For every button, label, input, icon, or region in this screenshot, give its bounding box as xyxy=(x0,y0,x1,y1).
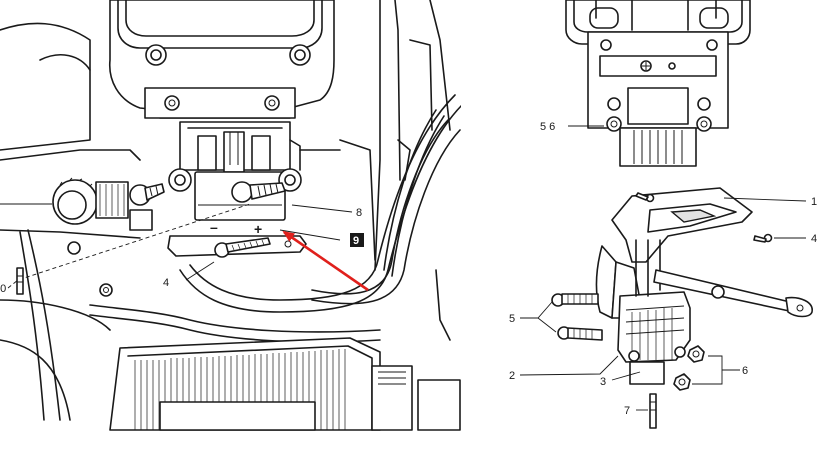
relay-top xyxy=(565,0,751,167)
ecu-module xyxy=(109,337,461,431)
callout-6: 6 xyxy=(742,365,748,377)
minus-marking: – xyxy=(210,219,218,235)
callout-4-right: 4 xyxy=(811,233,817,245)
upper-housing xyxy=(108,0,335,119)
screw-4 xyxy=(753,233,773,243)
screws-5 xyxy=(551,293,603,341)
leader-10 xyxy=(7,203,251,289)
leader-8 xyxy=(291,204,353,213)
red-arrow xyxy=(282,230,369,292)
leader-1 xyxy=(723,197,807,202)
nuts-6 xyxy=(673,345,705,391)
cover-assembly xyxy=(595,187,813,385)
callout-2: 2 xyxy=(509,370,515,382)
knob-assembly xyxy=(52,177,165,297)
callout-3: 3 xyxy=(600,376,606,388)
screw-top xyxy=(635,192,655,203)
left-view: – + xyxy=(0,0,463,431)
callout-9-badge xyxy=(350,233,364,247)
callout-8: 8 xyxy=(356,207,362,219)
callout-1: 1 xyxy=(811,196,817,208)
plus-marking: + xyxy=(254,221,262,237)
leader-3 xyxy=(611,371,641,381)
callout-4-left: 4 xyxy=(163,277,169,289)
callout-7: 7 xyxy=(624,405,630,417)
leader-5 xyxy=(520,301,557,333)
callout-5: 5 xyxy=(509,313,515,325)
left-frame-clip: – + xyxy=(0,0,463,431)
right-view: 5 6 xyxy=(509,0,817,429)
callout-5-6: 5 6 xyxy=(540,121,555,133)
leader-6 xyxy=(692,355,740,385)
callout-10: 10 xyxy=(0,283,6,295)
connector-plug xyxy=(179,121,301,173)
callout-9: 9 xyxy=(353,235,359,247)
bracket xyxy=(167,235,307,258)
leader-4 xyxy=(185,261,215,281)
terminal-block: – + xyxy=(168,168,302,237)
leader-2 xyxy=(519,355,619,376)
